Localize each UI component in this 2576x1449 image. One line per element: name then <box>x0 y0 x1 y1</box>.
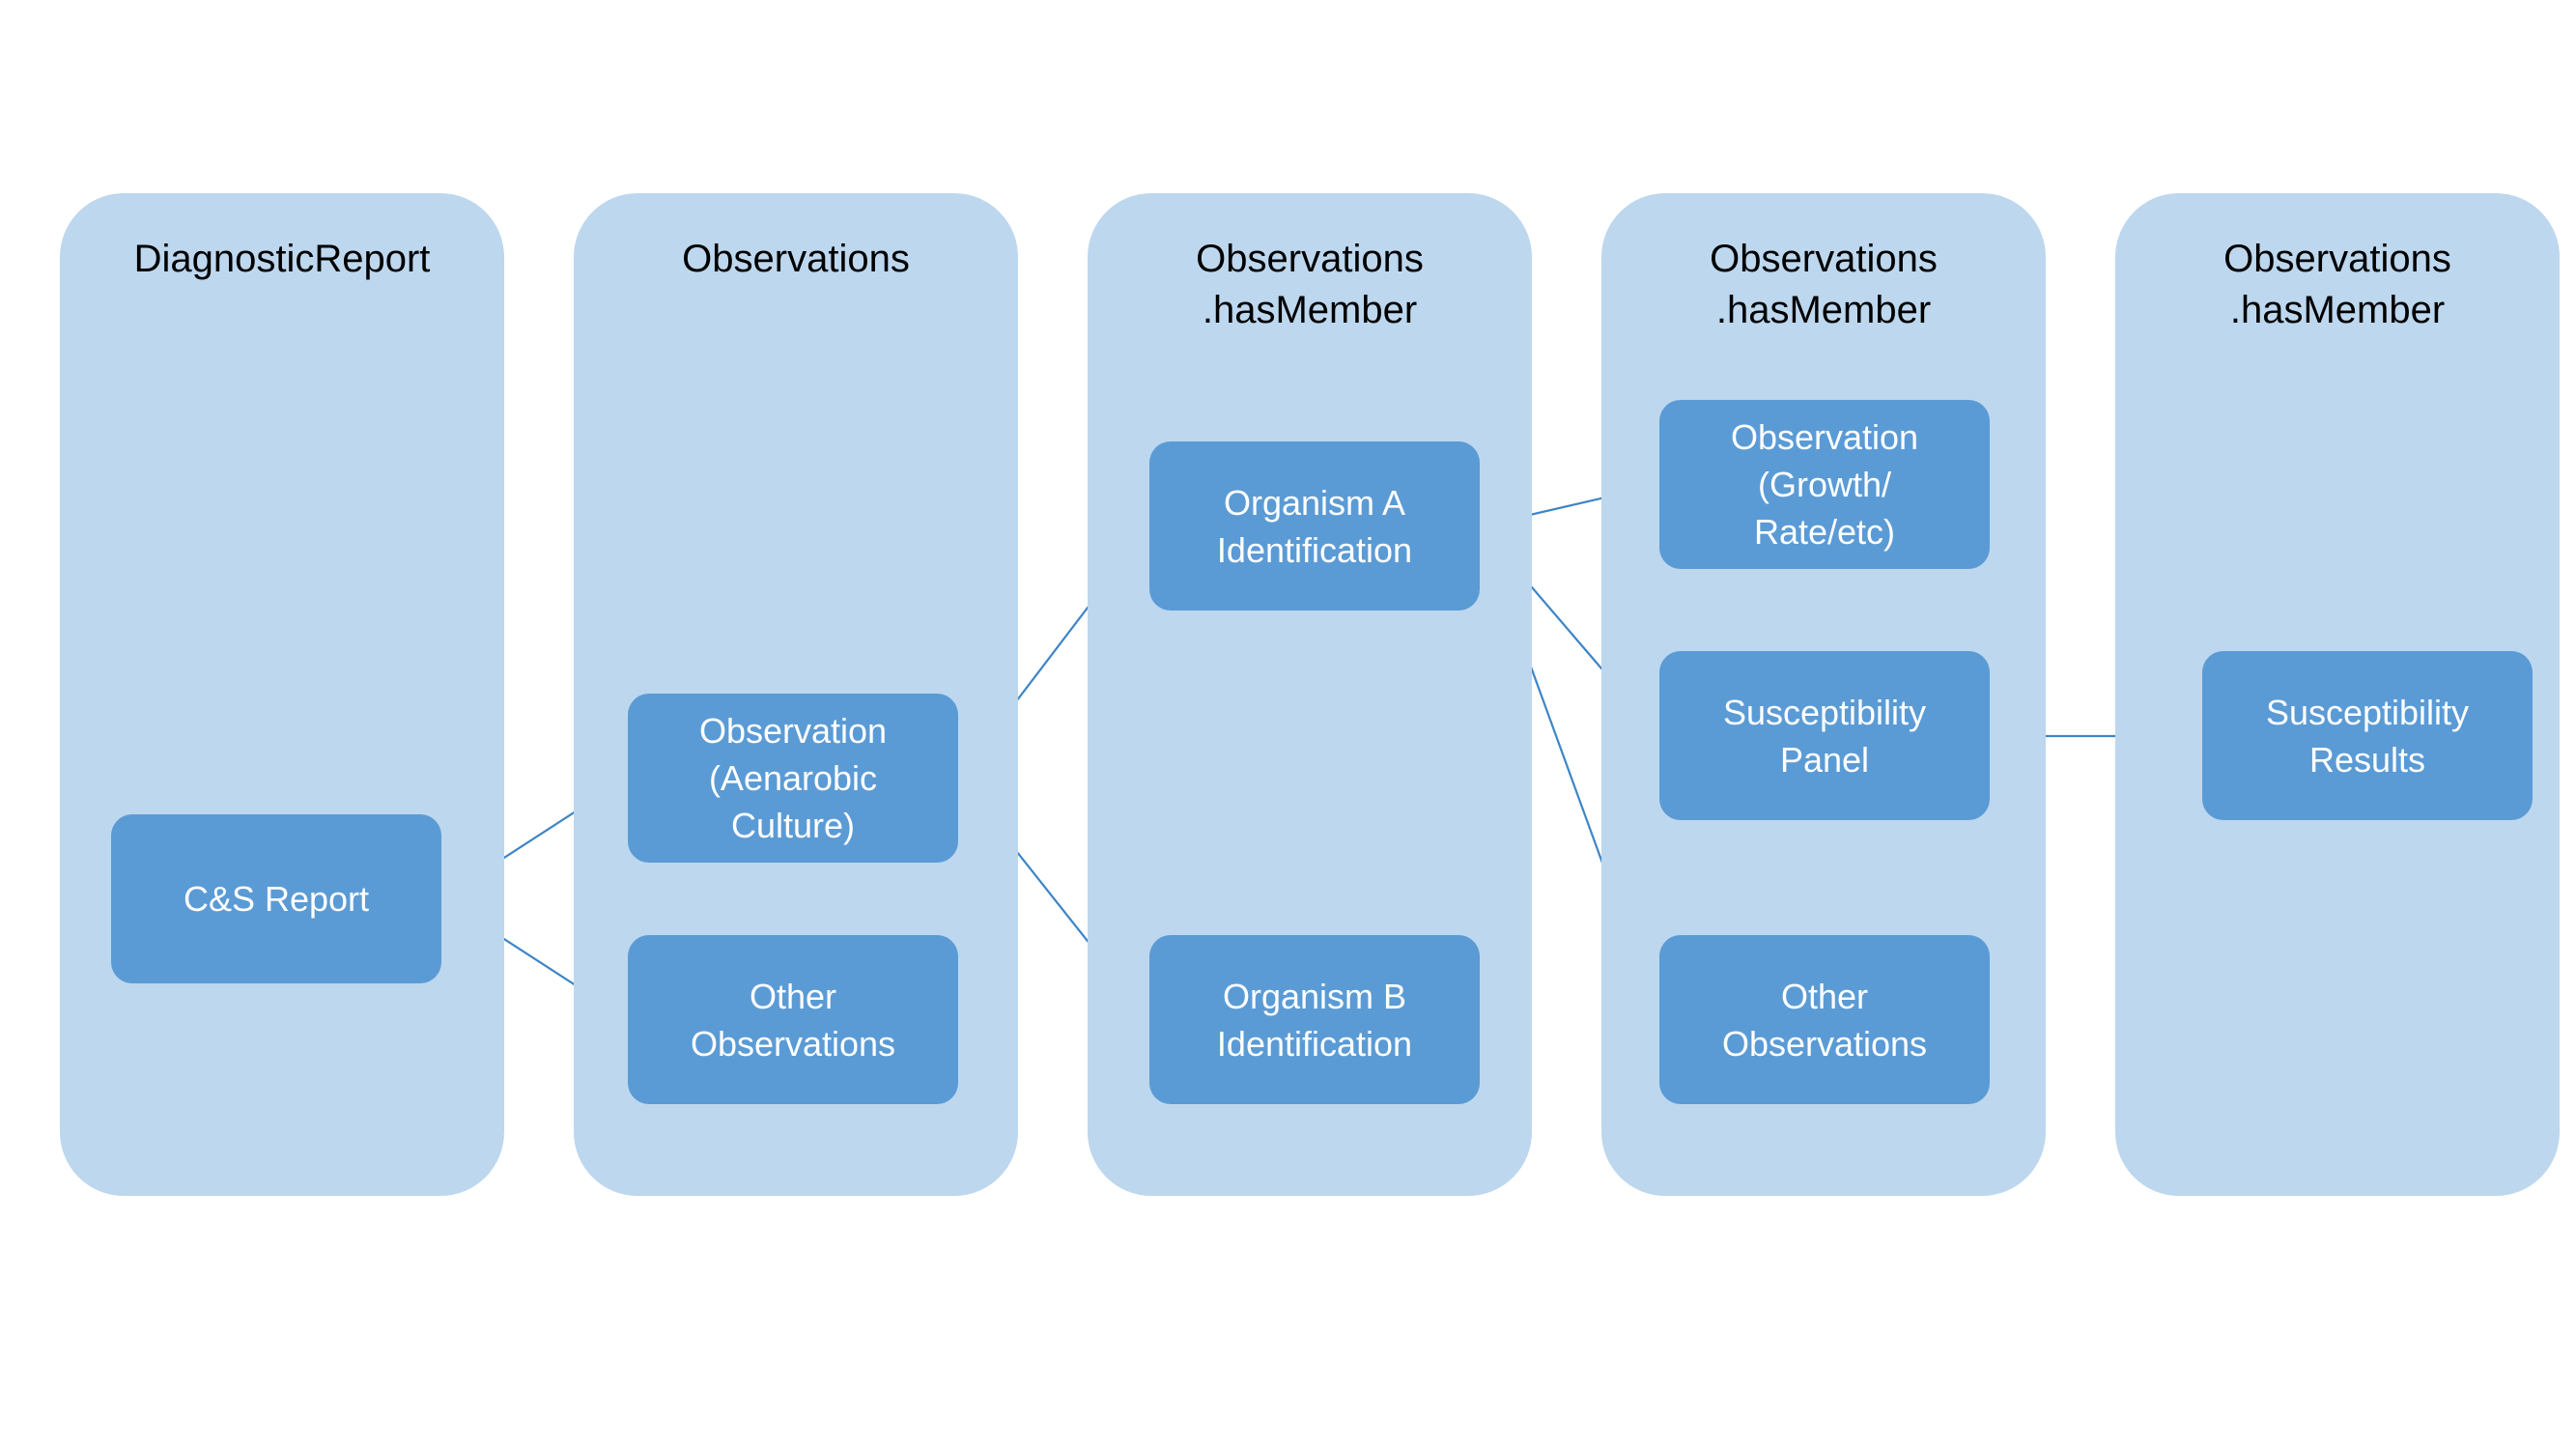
node-observation-growth-rate[interactable]: Observation (Growth/ Rate/etc) <box>1659 400 1990 569</box>
node-susceptibility-results[interactable]: Susceptibility Results <box>2202 651 2533 820</box>
node-organism-b-identification[interactable]: Organism B Identification <box>1149 935 1480 1104</box>
node-organism-a-identification[interactable]: Organism A Identification <box>1149 441 1480 611</box>
swimlane-title: Observations <box>682 238 910 280</box>
node-other-observations-col2[interactable]: Other Observations <box>628 935 958 1104</box>
swimlane-diagnosticreport: DiagnosticReport <box>60 193 504 1196</box>
node-observation-aenarobic-culture[interactable]: Observation (Aenarobic Culture) <box>628 694 958 863</box>
node-cs-report[interactable]: C&S Report <box>111 814 441 983</box>
node-other-observations-col4[interactable]: Other Observations <box>1659 935 1990 1104</box>
swimlane-title: Observations .hasMember <box>2223 238 2451 331</box>
node-susceptibility-panel[interactable]: Susceptibility Panel <box>1659 651 1990 820</box>
swimlane-title: Observations .hasMember <box>1710 238 1938 331</box>
swimlane-title: DiagnosticReport <box>133 238 431 280</box>
swimlane-title: Observations .hasMember <box>1196 238 1424 331</box>
